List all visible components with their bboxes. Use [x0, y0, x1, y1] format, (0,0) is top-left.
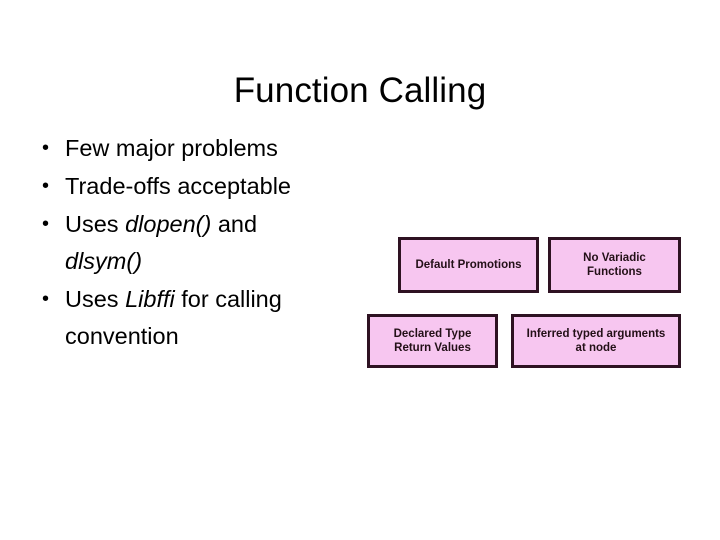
bullet-list: • Few major problems • Trade-offs accept… — [34, 130, 334, 356]
bullet-point-icon: • — [42, 175, 50, 197]
list-item: • Uses dlopen() and dlsym() — [34, 206, 334, 280]
list-item-text: Trade-offs acceptable — [65, 173, 291, 199]
diagram-box-inferred-typed-arguments[interactable]: Inferred typed arguments at node — [511, 314, 681, 368]
list-item: • Uses Libffi for calling convention — [34, 281, 334, 355]
list-item: • Trade-offs acceptable — [34, 168, 334, 205]
list-item-text: Few major problems — [65, 135, 278, 161]
list-item: • Few major problems — [34, 130, 334, 167]
diagram-box-no-variadic-functions[interactable]: No Variadic Functions — [548, 237, 681, 293]
bullet-point-icon: • — [42, 137, 50, 159]
list-item-text: Uses Libffi for calling convention — [65, 286, 282, 349]
diagram-box-default-promotions[interactable]: Default Promotions — [398, 237, 539, 293]
bullet-point-icon: • — [42, 288, 50, 310]
diagram-box-declared-type-return-values[interactable]: Declared Type Return Values — [367, 314, 498, 368]
page-title: Function Calling — [233, 71, 487, 111]
bullet-point-icon: • — [42, 213, 50, 235]
list-item-text: Uses dlopen() and dlsym() — [65, 211, 258, 274]
